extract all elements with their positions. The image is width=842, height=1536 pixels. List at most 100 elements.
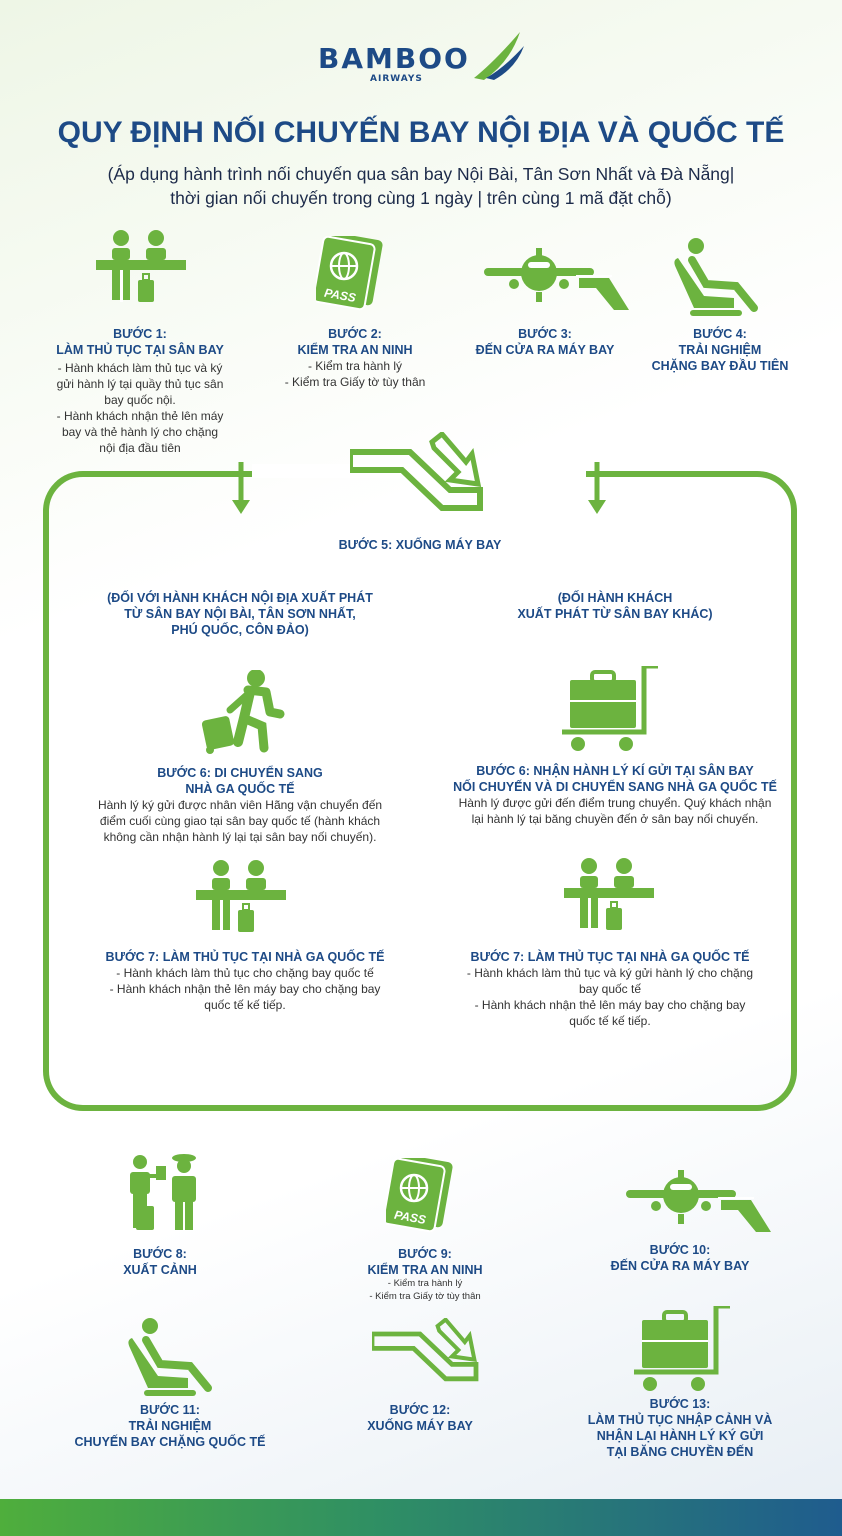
step7a-desc-line: - Hành khách nhận thẻ lên máy bay cho ch… bbox=[109, 982, 381, 996]
logo-wordmark: BAMBOO bbox=[318, 42, 470, 75]
step4-title: BƯỚC 4: TRẢI NGHIỆM CHẶNG BAY ĐẦU TIÊN bbox=[620, 326, 820, 374]
step2-description: - Kiểm tra hành lý - Kiểm tra Giấy tờ tù… bbox=[250, 358, 460, 390]
airplane-gate-icon bbox=[626, 1170, 772, 1233]
step8-label: BƯỚC 8: bbox=[133, 1247, 187, 1261]
step1-title: BƯỚC 1: LÀM THỦ TỤC TẠI SÂN BAY bbox=[35, 326, 245, 358]
step13-heading-2: NHẬN LẠI HÀNH LÝ KÝ GỬI bbox=[596, 1429, 764, 1443]
step6a-desc-line: Hành lý ký gửi được nhân viên Hãng vận c… bbox=[97, 798, 383, 812]
step6b-heading: BƯỚC 6: NHẬN HÀNH LÝ KÍ GỬI TẠI SÂN BAY bbox=[476, 764, 754, 778]
step13-title: BƯỚC 13: LÀM THỦ TỤC NHẬP CẢNH VÀ NHẬN L… bbox=[560, 1396, 800, 1460]
step7b-description: - Hành khách làm thủ tục và ký gửi hành … bbox=[440, 965, 780, 1029]
step3-title: BƯỚC 3: ĐẾN CỬA RA MÁY BAY bbox=[445, 326, 645, 358]
step6a-desc-line: không cần nhận hành lý lại tại sân bay n… bbox=[103, 830, 377, 844]
step4-heading-2: CHẶNG BAY ĐẦU TIÊN bbox=[651, 359, 789, 373]
checkin-counter-icon bbox=[564, 858, 655, 931]
step7b-title: BƯỚC 7: LÀM THỦ TỤC TẠI NHÀ GA QUỐC TẾ bbox=[470, 950, 750, 964]
passport-label: PASS bbox=[393, 1208, 427, 1227]
bamboo-leaf-icon bbox=[474, 32, 524, 80]
step3-heading: ĐẾN CỬA RA MÁY BAY bbox=[475, 343, 615, 357]
subtitle-line-1: (Áp dụng hành trình nối chuyến qua sân b… bbox=[107, 164, 735, 184]
step1-desc-line: nội địa đầu tiên bbox=[99, 441, 181, 455]
branch-left-line: TỪ SÂN BAY NỘI BÀI, TÂN SƠN NHẤT, bbox=[124, 607, 356, 621]
step9-label: BƯỚC 9: bbox=[398, 1247, 452, 1261]
step4-heading: TRẢI NGHIỆM bbox=[678, 343, 762, 357]
step11-label: BƯỚC 11: bbox=[140, 1403, 200, 1417]
branch-left-line: PHÚ QUỐC, CÔN ĐẢO) bbox=[171, 623, 309, 637]
step6a-desc-line: điểm cuối cùng giao tại sân bay quốc tế … bbox=[99, 814, 381, 828]
step6b-desc-line: lại hành lý tại băng chuyền đến ở sân ba… bbox=[471, 812, 759, 826]
step9-desc-line: - Kiểm tra Giấy tờ tùy thân bbox=[369, 1291, 481, 1302]
step5-title: BƯỚC 5: XUỐNG MÁY BAY bbox=[338, 538, 502, 552]
step1-description: - Hành khách làm thủ tục và ký gửi hành … bbox=[35, 360, 245, 456]
subtitle-line-2: thời gian nối chuyến trong cùng 1 ngày |… bbox=[170, 188, 672, 208]
step6b-title: BƯỚC 6: NHẬN HÀNH LÝ KÍ GỬI TẠI SÂN BAY … bbox=[430, 763, 800, 795]
logo-subtext: AIRWAYS bbox=[370, 74, 423, 84]
step12-title: BƯỚC 12: XUỐNG MÁY BAY bbox=[320, 1402, 520, 1434]
step12-label: BƯỚC 12: bbox=[389, 1403, 451, 1417]
checkin-counter-icon bbox=[196, 860, 287, 933]
step6b-description: Hành lý được gửi đến điểm trung chuyển. … bbox=[430, 795, 800, 827]
footer-color-bar bbox=[0, 1499, 842, 1536]
luggage-cart-icon bbox=[562, 666, 662, 756]
seat-icon bbox=[672, 238, 760, 318]
branch-right-header: (ĐỐI HÀNH KHÁCH XUẤT PHÁT TỪ SÂN BAY KHÁ… bbox=[470, 590, 760, 622]
step2-title: BƯỚC 2: KIỂM TRA AN NINH bbox=[250, 326, 460, 358]
step7a-desc-line: - Hành khách làm thủ tục cho chặng bay q… bbox=[116, 966, 374, 980]
step6a-heading-2: NHÀ GA QUỐC TẾ bbox=[185, 782, 295, 796]
step9-title: BƯỚC 9: KIỂM TRA AN NINH bbox=[325, 1246, 525, 1278]
step9-desc-line: - Kiểm tra hành lý bbox=[387, 1278, 463, 1289]
airplane-gate-icon bbox=[484, 248, 630, 311]
arrow-down-left-icon bbox=[232, 462, 250, 514]
step1-desc-line: bay và thẻ hành lý cho chặng bbox=[61, 425, 219, 439]
step9-description: - Kiểm tra hành lý - Kiểm tra Giấy tờ tù… bbox=[325, 1277, 525, 1303]
brand-logo: BAMBOO AIRWAYS bbox=[318, 32, 528, 88]
checkin-counter-icon bbox=[96, 230, 187, 303]
step2-heading: KIỂM TRA AN NINH bbox=[297, 343, 413, 357]
step7b-desc-line: - Hành khách làm thủ tục và ký gửi hành … bbox=[466, 966, 754, 980]
passport-label: PASS bbox=[323, 286, 357, 305]
step3-label: BƯỚC 3: bbox=[518, 327, 572, 341]
step7b-desc-line: - Hành khách nhận thẻ lên máy bay cho ch… bbox=[474, 998, 746, 1012]
passport-icon: PASS bbox=[386, 1158, 455, 1234]
step7b-desc-line: quốc tế kế tiếp. bbox=[569, 1014, 651, 1028]
step6b-heading-2: NỐI CHUYẾN VÀ DI CHUYỂN SANG NHÀ GA QUỐC… bbox=[453, 780, 777, 794]
walking-traveler-icon bbox=[200, 670, 290, 758]
step8-title: BƯỚC 8: XUẤT CẢNH bbox=[60, 1246, 260, 1278]
step10-title: BƯỚC 10: ĐẾN CỬA RA MÁY BAY bbox=[580, 1242, 780, 1274]
page-title: QUY ĐỊNH NỐI CHUYẾN BAY NỘI ĐỊA VÀ QUỐC … bbox=[57, 116, 785, 149]
step12-heading: XUỐNG MÁY BAY bbox=[367, 1419, 473, 1433]
step11-heading-2: CHUYẾN BAY CHẶNG QUỐC TẾ bbox=[74, 1435, 266, 1449]
step7a-title: BƯỚC 7: LÀM THỦ TỤC TẠI NHÀ GA QUỐC TẾ bbox=[105, 950, 385, 964]
step6a-heading: BƯỚC 6: DI CHUYỂN SANG bbox=[157, 766, 323, 780]
branch-left-line: (ĐỐI VỚI HÀNH KHÁCH NỘI ĐỊA XUẤT PHÁT bbox=[107, 591, 373, 605]
step9-heading: KIỂM TRA AN NINH bbox=[367, 1263, 483, 1277]
step11-heading: TRẢI NGHIỆM bbox=[128, 1419, 212, 1433]
step8-heading: XUẤT CẢNH bbox=[123, 1263, 197, 1277]
step11-title: BƯỚC 11: TRẢI NGHIỆM CHUYẾN BAY CHẶNG QU… bbox=[50, 1402, 290, 1450]
step7a-desc-line: quốc tế kế tiếp. bbox=[204, 998, 286, 1012]
step1-label: BƯỚC 1: bbox=[113, 327, 167, 341]
luggage-cart-icon bbox=[634, 1306, 734, 1396]
step10-label: BƯỚC 10: bbox=[649, 1243, 711, 1257]
stairs-down-icon bbox=[372, 1318, 482, 1390]
frame-gap bbox=[252, 464, 586, 478]
branch-left-header: (ĐỐI VỚI HÀNH KHÁCH NỘI ĐỊA XUẤT PHÁT TỪ… bbox=[80, 590, 400, 638]
step1-desc-line: gửi hành lý tại quầy thủ tục sân bbox=[56, 377, 224, 391]
immigration-officer-icon bbox=[130, 1154, 196, 1230]
passport-icon: PASS bbox=[316, 236, 385, 312]
step13-heading-3: TẠI BĂNG CHUYỀN ĐẾN bbox=[606, 1445, 754, 1459]
step6b-desc-line: Hành lý được gửi đến điểm trung chuyển. … bbox=[458, 796, 772, 810]
arrow-down-right-icon bbox=[588, 462, 606, 514]
step1-desc-line: - Hành khách nhận thẻ lên máy bbox=[56, 409, 224, 423]
step1-heading: LÀM THỦ TỤC TẠI SÂN BAY bbox=[56, 343, 224, 357]
seat-icon bbox=[126, 1318, 214, 1398]
step6a-title: BƯỚC 6: DI CHUYỂN SANG NHÀ GA QUỐC TẾ bbox=[110, 765, 370, 797]
step13-heading: LÀM THỦ TỤC NHẬP CẢNH VÀ bbox=[587, 1413, 773, 1427]
step7b-desc-line: bay quốc tế bbox=[578, 982, 642, 996]
step6a-description: Hành lý ký gửi được nhân viên Hãng vận c… bbox=[70, 797, 410, 845]
step4-label: BƯỚC 4: bbox=[693, 327, 747, 341]
step2-desc-line: - Kiểm tra Giấy tờ tùy thân bbox=[284, 375, 426, 389]
step10-heading: ĐẾN CỬA RA MÁY BAY bbox=[610, 1259, 750, 1273]
branch-right-line: (ĐỐI HÀNH KHÁCH bbox=[557, 591, 673, 605]
step1-desc-line: - Hành khách làm thủ tục và ký bbox=[57, 361, 223, 375]
